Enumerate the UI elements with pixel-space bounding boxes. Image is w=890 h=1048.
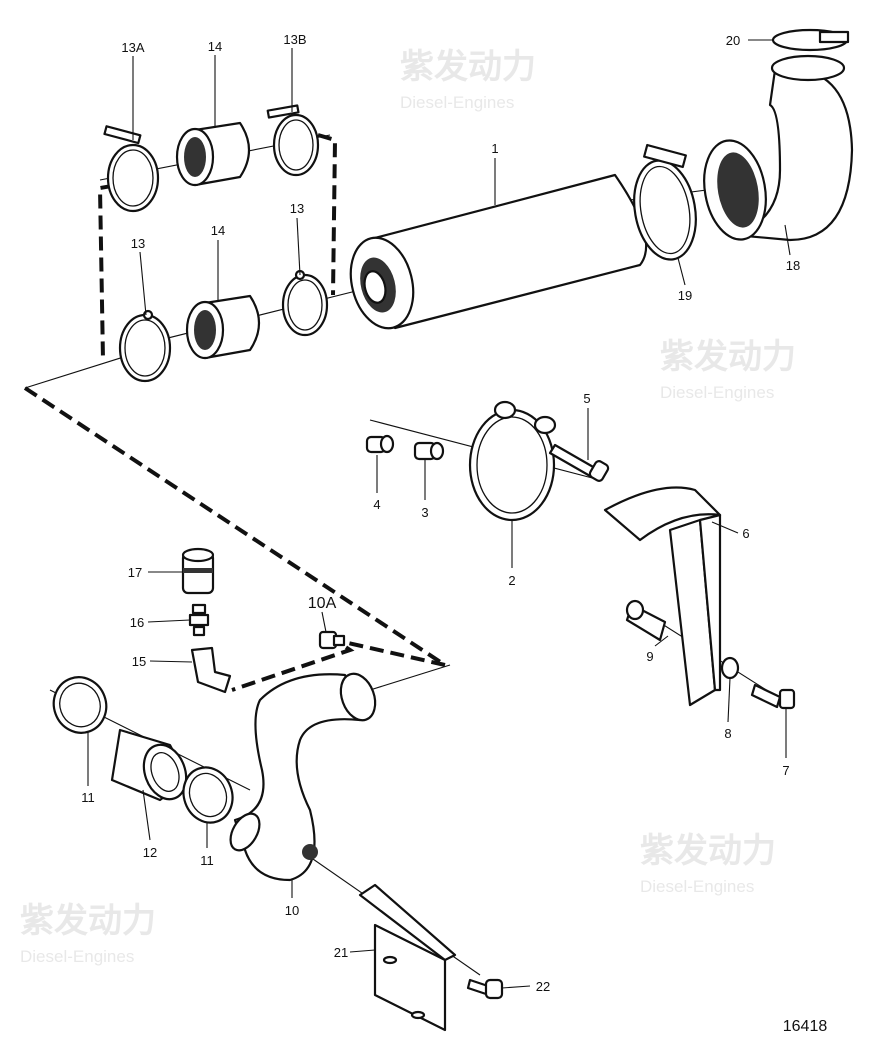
watermark-cn: 紫发动力: [400, 48, 536, 86]
label-5: 5: [583, 391, 590, 406]
label-9: 9: [646, 649, 653, 664]
bolt-7: [750, 683, 796, 710]
label-14: 14: [211, 223, 225, 238]
label-12: 12: [143, 845, 157, 860]
spacer-9: [625, 599, 667, 642]
watermarks: 紫发动力 Diesel-Engines 紫发动力 Diesel-Engines …: [20, 48, 796, 966]
label-13b: 13B: [283, 32, 306, 47]
label-10a: 10A: [308, 595, 337, 612]
hose-clamp-13b: [266, 104, 320, 177]
diagram-number: 16418: [783, 1018, 828, 1035]
nut-4: [365, 434, 395, 454]
label-7: 7: [782, 763, 789, 778]
label-2: 2: [508, 573, 515, 588]
label-1: 1: [491, 141, 498, 156]
hose-clamp-11-left: [52, 676, 108, 734]
cap-17: [181, 547, 215, 595]
label-16: 16: [130, 615, 144, 630]
watermark-en: Diesel-Engines: [640, 877, 754, 896]
elbow-hose-18: [703, 54, 854, 242]
label-8: 8: [724, 726, 731, 741]
label-3: 3: [421, 505, 428, 520]
watermark-en: Diesel-Engines: [660, 383, 774, 402]
elbow-15: [190, 646, 232, 694]
label-17: 17: [128, 565, 142, 580]
plug-10a: [318, 630, 346, 650]
label-10: 10: [285, 903, 299, 918]
label-14: 14: [208, 39, 222, 54]
clamp-2: [468, 400, 557, 522]
label-4: 4: [373, 497, 380, 512]
watermark-en: Diesel-Engines: [400, 93, 514, 112]
label-15: 15: [132, 654, 146, 669]
label-6: 6: [742, 526, 749, 541]
washer-8: [720, 656, 740, 680]
intake-pipe-10: [229, 672, 377, 882]
label-13: 13: [290, 201, 304, 216]
screw-22: [466, 978, 504, 1000]
label-22: 22: [536, 979, 550, 994]
hose-clamp-19: [633, 143, 697, 261]
label-13: 13: [131, 236, 145, 251]
hose-clamp-13-left: [118, 309, 172, 383]
bracket-21: [358, 883, 457, 1032]
nut-3: [413, 441, 445, 461]
label-21: 21: [334, 945, 348, 960]
hose-12: [110, 728, 188, 802]
label-19: 19: [678, 288, 692, 303]
watermark-en: Diesel-Engines: [20, 947, 134, 966]
hose-clamp-13a: [103, 125, 160, 213]
hose-14-upper: [175, 121, 251, 187]
hose-clamp-20: [771, 28, 850, 52]
leader-lines: [87, 39, 791, 989]
watermark-cn: 紫发动力: [660, 338, 796, 376]
label-20: 20: [726, 33, 740, 48]
screw-5: [548, 443, 610, 482]
bracket-6: [603, 486, 722, 707]
part-labels: 13A 14 13B 1 20 18 19 13 14 13 5 4 3 2 6…: [81, 32, 827, 1035]
watermark-cn: 紫发动力: [20, 902, 156, 940]
label-13a: 13A: [121, 40, 144, 55]
hose-clamp-13-right: [281, 269, 329, 337]
nipple-16: [188, 603, 210, 637]
label-11: 11: [200, 853, 214, 868]
watermark-cn: 紫发动力: [640, 832, 776, 870]
hose-clamp-11-right: [182, 766, 234, 824]
label-11: 11: [81, 790, 95, 805]
silencer-1: [349, 173, 648, 330]
label-18: 18: [786, 258, 800, 273]
hose-14-lower: [185, 294, 261, 360]
